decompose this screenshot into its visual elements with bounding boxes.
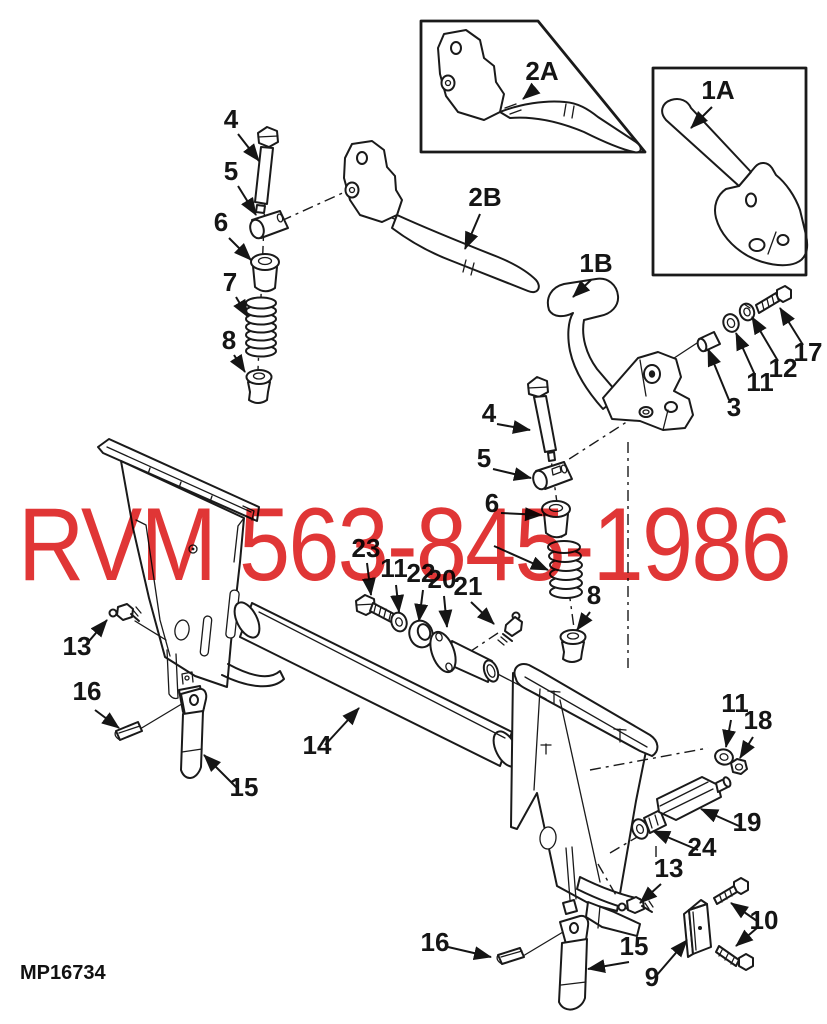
bushing-6-left — [250, 253, 280, 293]
callout-1b: 1B — [579, 248, 612, 278]
callout-8-mid: 8 — [587, 580, 601, 610]
pin-5-left — [249, 210, 289, 240]
retainer-8-mid — [559, 629, 587, 663]
callout-9: 9 — [645, 962, 659, 992]
callout-8-left: 8 — [222, 325, 236, 355]
callout-17: 17 — [794, 337, 823, 367]
roll-pin-16-bottom — [496, 947, 525, 965]
bolt-4-mid — [527, 376, 557, 462]
lever-2a — [437, 29, 642, 154]
bolt-10-upper — [713, 877, 749, 905]
inset-box-1a — [651, 66, 809, 277]
callout-2a: 2A — [525, 56, 558, 86]
callout-14: 14 — [303, 730, 332, 760]
callout-16-bottom: 16 — [421, 927, 450, 957]
inset-box-2a — [419, 19, 647, 154]
callout-3: 3 — [727, 392, 741, 422]
callout-21: 21 — [454, 571, 483, 601]
callout-12: 12 — [769, 353, 798, 383]
callout-10: 10 — [750, 905, 779, 935]
callout-6-left: 6 — [214, 207, 228, 237]
right-frame-plate — [510, 663, 659, 937]
bolt-17 — [755, 285, 792, 314]
pin-5-mid — [532, 461, 573, 491]
phone-watermark: RVM 563-845-1986 — [18, 487, 790, 603]
callout-20: 20 — [428, 564, 457, 594]
spacer-3 — [696, 331, 721, 353]
roll-pin-16-left — [114, 721, 143, 741]
callout-4-mid: 4 — [482, 398, 497, 428]
callout-15-bottom: 15 — [620, 931, 649, 961]
callout-5-mid: 5 — [477, 443, 491, 473]
callout-6-mid: 6 — [485, 488, 499, 518]
plate-9 — [683, 899, 712, 958]
lock-washer-12 — [738, 302, 756, 322]
spacer-20 — [429, 630, 500, 683]
washer-11-upper — [722, 313, 740, 333]
callout-1a: 1A — [701, 75, 734, 105]
callout-7-left: 7 — [223, 267, 237, 297]
callout-22: 22 — [407, 558, 436, 588]
callout-19: 19 — [733, 807, 762, 837]
callout-labels: 2A 1A 2B 1B 4 5 6 7 8 3 11 12 17 4 5 6 8… — [63, 56, 823, 992]
clevis-pin-15-left — [180, 687, 208, 779]
callout-arrows — [83, 82, 804, 977]
callout-4-left: 4 — [224, 104, 239, 134]
spring-7-mid — [547, 540, 583, 599]
callout-13-left: 13 — [63, 631, 92, 661]
callout-13-right: 13 — [655, 853, 684, 883]
callout-16-left: 16 — [73, 676, 102, 706]
callout-11-mid: 11 — [380, 553, 408, 583]
lever-1b — [546, 277, 694, 431]
figure-code: MP16734 — [20, 962, 106, 984]
callout-5-left: 5 — [224, 156, 238, 186]
clevis-pin-15-bottom — [558, 899, 590, 1011]
callout-18: 18 — [744, 705, 773, 735]
callout-23: 23 — [352, 533, 381, 563]
bolt-10-lower — [715, 945, 754, 971]
callout-11-upper: 11 — [746, 367, 774, 397]
callout-24: 24 — [688, 832, 717, 862]
callout-11-lower: 11 — [721, 688, 749, 718]
link-rod-19 — [643, 776, 732, 834]
grease-fitting-13-right — [617, 896, 654, 914]
grease-fitting-13-left — [108, 603, 142, 622]
grease-fitting-21 — [497, 611, 523, 646]
callout-2b: 2B — [468, 182, 501, 212]
spring-7-left — [245, 296, 277, 358]
bolt-4-left — [254, 126, 279, 214]
washer-24 — [631, 818, 649, 840]
bushing-6-mid — [541, 500, 571, 539]
lever-2b — [343, 140, 540, 293]
nut-18 — [730, 758, 748, 775]
callout-15-left: 15 — [230, 772, 259, 802]
retainer-8-left — [245, 369, 273, 404]
washer-11-lower — [714, 748, 734, 766]
lever-1a-highlighted — [661, 98, 809, 267]
